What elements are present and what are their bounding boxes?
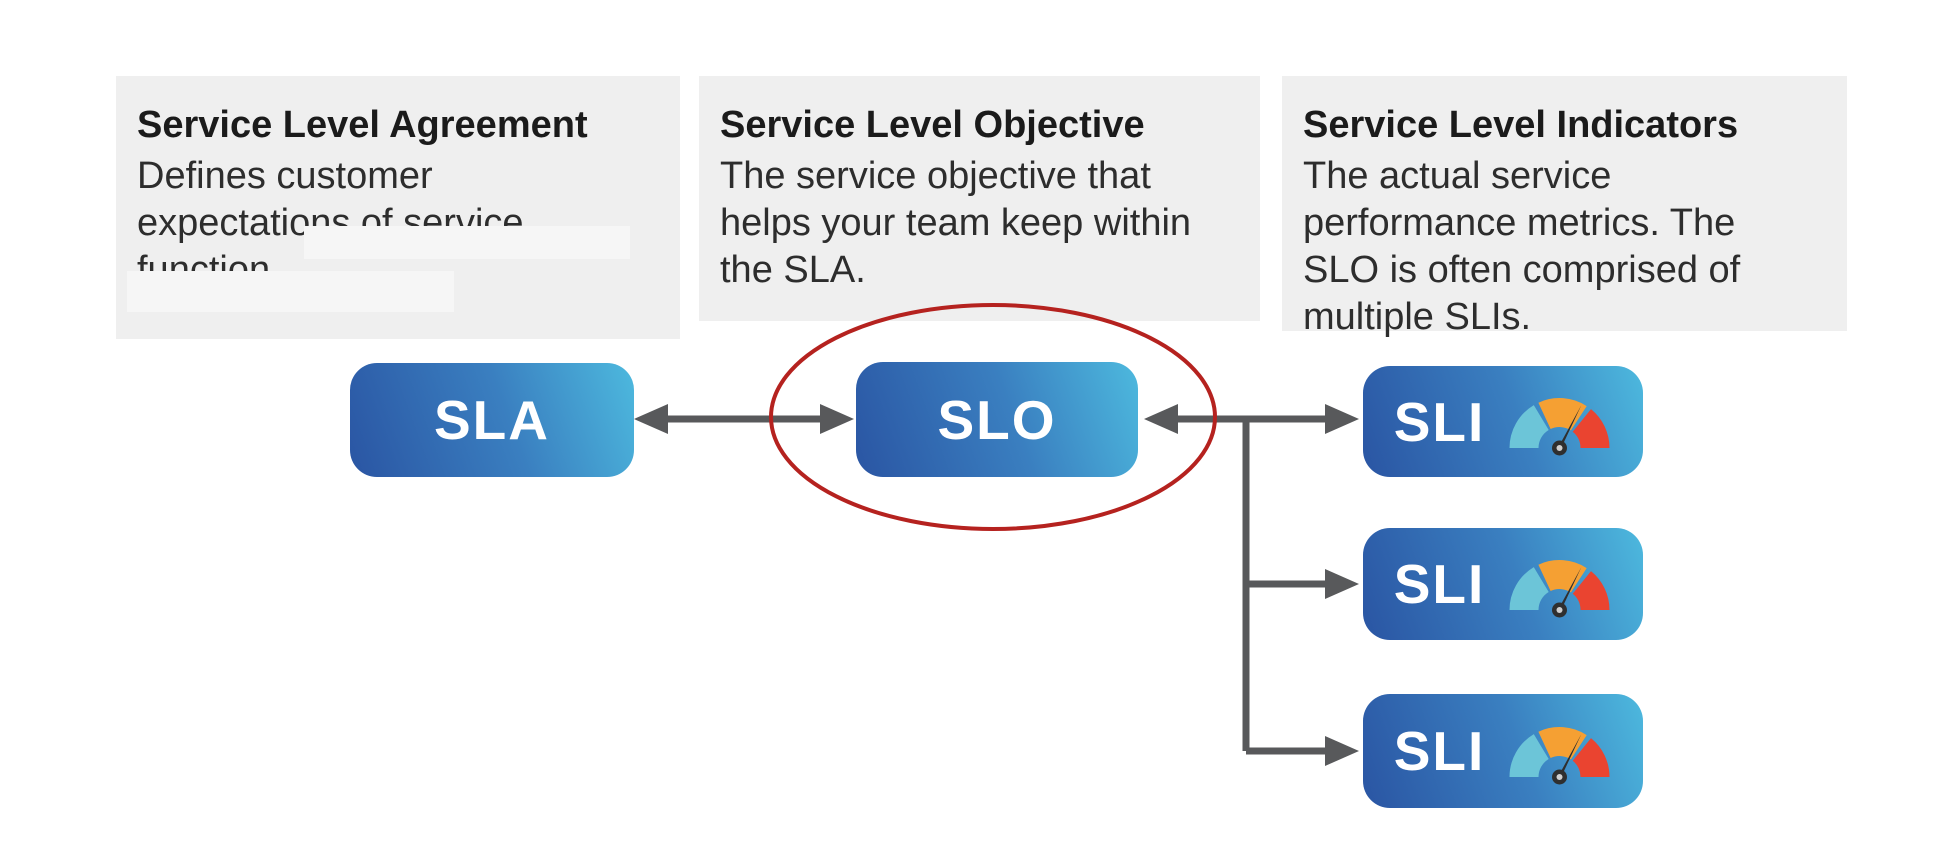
description-title-sla: Service Level Agreement [137,104,588,146]
gauge-segment-mid [1538,727,1587,760]
node-sla: SLA [350,363,634,477]
gauge-segment-mid [1538,560,1587,593]
gauge-segment-low [1509,734,1549,777]
arrowhead-left [634,404,668,434]
gauge-segment-high [1572,408,1610,448]
gauge-segment-high [1572,738,1610,777]
description-box-sli: Service Level Indicators The actual serv… [1282,76,1847,338]
gauge-icon [1509,397,1610,455]
gauge-needle [1557,734,1582,779]
node-label: SLA [434,389,550,451]
description-box-sla: Service Level Agreement Defines customer… [116,76,680,339]
node-label: SLI [1393,390,1486,453]
gauge-segment-high [1572,571,1610,610]
node-label: SLI [1393,720,1486,782]
description-title-slo: Service Level Objective [720,104,1145,146]
description-title-sli: Service Level Indicators [1303,104,1739,146]
node-sli-1: SLI [1363,366,1643,477]
redacted-text-block [304,226,630,259]
node-label: SLO [937,388,1057,451]
gauge-hub-center [1556,444,1563,451]
description-body-sla: Defines customer expectations of service… [137,155,524,291]
arrowhead-left [1144,404,1178,434]
gauge-needle [1557,567,1582,612]
gauge-hub-center [1556,774,1563,780]
description-body-slo: The service objective that helps your te… [720,155,1192,291]
gauge-needle [1557,404,1582,449]
description-body-sli: The actual service performance metrics. … [1303,155,1741,338]
node-slo: SLO [856,362,1138,477]
arrowhead-right [820,404,854,434]
node-label: SLI [1393,553,1486,615]
arrowhead-right [1325,569,1359,599]
description-box-slo: Service Level Objective The service obje… [699,76,1260,321]
connector-slo-sli [1144,404,1359,766]
gauge-hub-center [1556,607,1563,613]
gauge-segment-low [1509,567,1549,610]
gauge-icon [1509,727,1610,785]
redacted-text-block [127,271,454,312]
arrowhead-right [1325,736,1359,766]
connector-sla-slo [634,404,854,434]
gauge-icon [1509,560,1610,618]
gauge-segment-low [1509,404,1549,448]
gauge-segment-mid [1538,397,1587,430]
arrowhead-right [1325,404,1359,434]
node-sli-2: SLI [1363,528,1643,640]
node-sli-3: SLI [1363,694,1643,808]
